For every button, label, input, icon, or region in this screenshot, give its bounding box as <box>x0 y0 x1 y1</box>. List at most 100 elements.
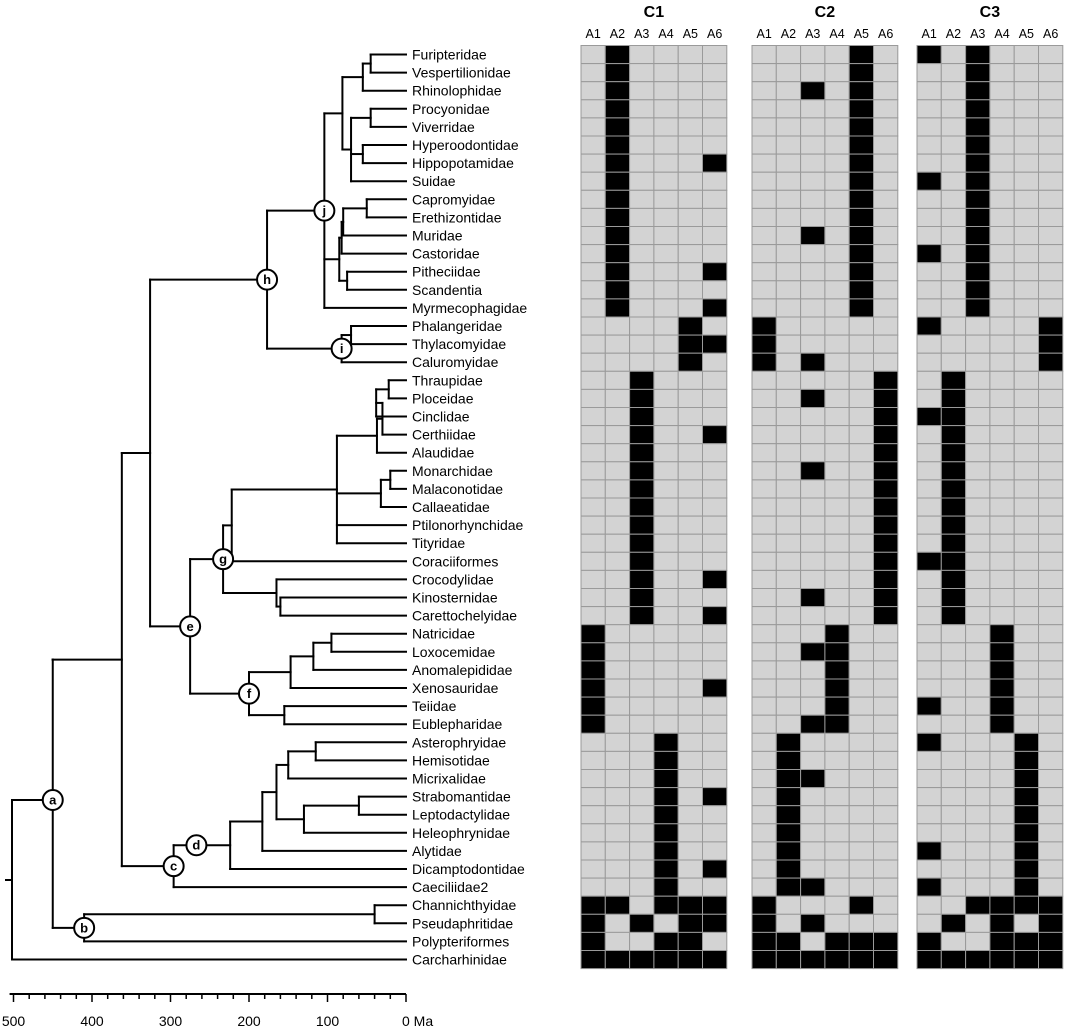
matrix-cell <box>800 913 826 933</box>
matrix-cell <box>653 171 679 191</box>
matrix-cell <box>702 497 728 517</box>
matrix-cell <box>873 750 899 771</box>
matrix-cell <box>940 479 967 499</box>
matrix-cell <box>965 569 991 590</box>
matrix-cell <box>702 895 728 915</box>
matrix-cell <box>751 551 777 571</box>
matrix-cell <box>989 443 1015 463</box>
matrix-cell <box>580 262 606 282</box>
matrix-cell <box>916 551 942 571</box>
matrix-cell <box>775 732 802 752</box>
matrix-cell <box>873 316 899 336</box>
matrix-cell <box>775 877 802 897</box>
matrix-cell <box>940 859 967 879</box>
matrix-cell <box>580 877 606 897</box>
matrix-cell <box>989 660 1015 680</box>
taxon-label: Teiidae <box>412 698 457 714</box>
matrix-cell <box>1013 63 1040 83</box>
matrix-cell <box>989 45 1015 65</box>
matrix-cell <box>1038 298 1064 318</box>
matrix-cell <box>916 750 942 771</box>
matrix-cell <box>916 189 942 209</box>
matrix-cell <box>848 81 875 101</box>
matrix-cell <box>604 931 631 952</box>
matrix-cell <box>580 171 606 191</box>
matrix-cell <box>702 859 728 879</box>
matrix-cell <box>824 588 850 608</box>
matrix-cell <box>775 678 802 698</box>
matrix-cell <box>800 262 826 282</box>
matrix-cell <box>800 370 826 390</box>
matrix-cell <box>848 678 875 698</box>
matrix-cell <box>653 262 679 282</box>
matrix-cell <box>800 678 826 698</box>
column-label: A1 <box>922 27 937 41</box>
matrix-cell <box>848 660 875 680</box>
matrix-cell <box>989 280 1015 300</box>
matrix-cell <box>940 877 967 897</box>
matrix-cell <box>873 769 899 789</box>
matrix-cell <box>702 388 728 408</box>
matrix-cell <box>873 334 899 354</box>
taxon-label: Alaudidae <box>412 445 474 461</box>
matrix-cell <box>1013 678 1040 698</box>
matrix-cell <box>775 913 802 933</box>
matrix-cell <box>653 750 679 771</box>
matrix-cell <box>775 533 802 553</box>
matrix-cell <box>702 171 728 191</box>
matrix-cell <box>989 479 1015 499</box>
matrix-cell <box>824 135 850 155</box>
matrix-cell <box>800 316 826 336</box>
matrix-cell <box>848 950 875 970</box>
matrix-cell <box>989 750 1015 771</box>
matrix-cell <box>873 805 899 825</box>
matrix-cell <box>824 425 850 445</box>
matrix-cell <box>1038 805 1064 825</box>
matrix-cell <box>1038 443 1064 463</box>
matrix-cell <box>824 660 850 680</box>
matrix-cell <box>1013 950 1040 970</box>
matrix-cell <box>677 714 704 734</box>
matrix-cell <box>751 298 777 318</box>
matrix-cell <box>873 551 899 571</box>
matrix-cell <box>848 298 875 318</box>
matrix-cell <box>989 624 1015 644</box>
matrix-cell <box>916 370 942 390</box>
matrix-cell <box>916 569 942 590</box>
matrix-cell <box>775 696 802 716</box>
matrix-cell <box>775 135 802 155</box>
matrix-cell <box>800 877 826 897</box>
matrix-cell <box>965 823 991 843</box>
matrix-cell <box>702 569 728 590</box>
taxon-label: Heleophrynidae <box>412 825 510 841</box>
matrix-cell <box>848 99 875 119</box>
matrix-cell <box>751 678 777 698</box>
matrix-cell <box>800 99 826 119</box>
matrix-cell <box>873 787 899 807</box>
matrix-cell <box>653 226 679 246</box>
matrix-cell <box>1038 189 1064 209</box>
matrix-cell <box>848 515 875 535</box>
matrix-cell <box>580 678 606 698</box>
matrix-cell <box>965 316 991 336</box>
taxon-label: Furipteridae <box>412 47 487 63</box>
matrix-cell <box>965 81 991 101</box>
taxon-label: Carettochelyidae <box>412 608 517 624</box>
matrix-cell <box>604 388 631 408</box>
node-label: d <box>192 838 200 853</box>
matrix-cell <box>965 913 991 933</box>
matrix-cell <box>965 642 991 662</box>
matrix-cell <box>702 45 728 65</box>
matrix-cell <box>580 913 606 933</box>
matrix-cell <box>775 370 802 390</box>
matrix-cell <box>629 63 655 83</box>
matrix-cell <box>751 787 777 807</box>
node-circle <box>179 615 202 638</box>
taxon-label: Certhiidae <box>412 427 476 443</box>
column-label: A3 <box>805 27 820 41</box>
matrix-cell <box>775 515 802 535</box>
matrix-cell <box>824 226 850 246</box>
matrix-cell <box>965 895 991 915</box>
matrix-cell <box>580 117 606 137</box>
node-label: g <box>219 552 227 567</box>
